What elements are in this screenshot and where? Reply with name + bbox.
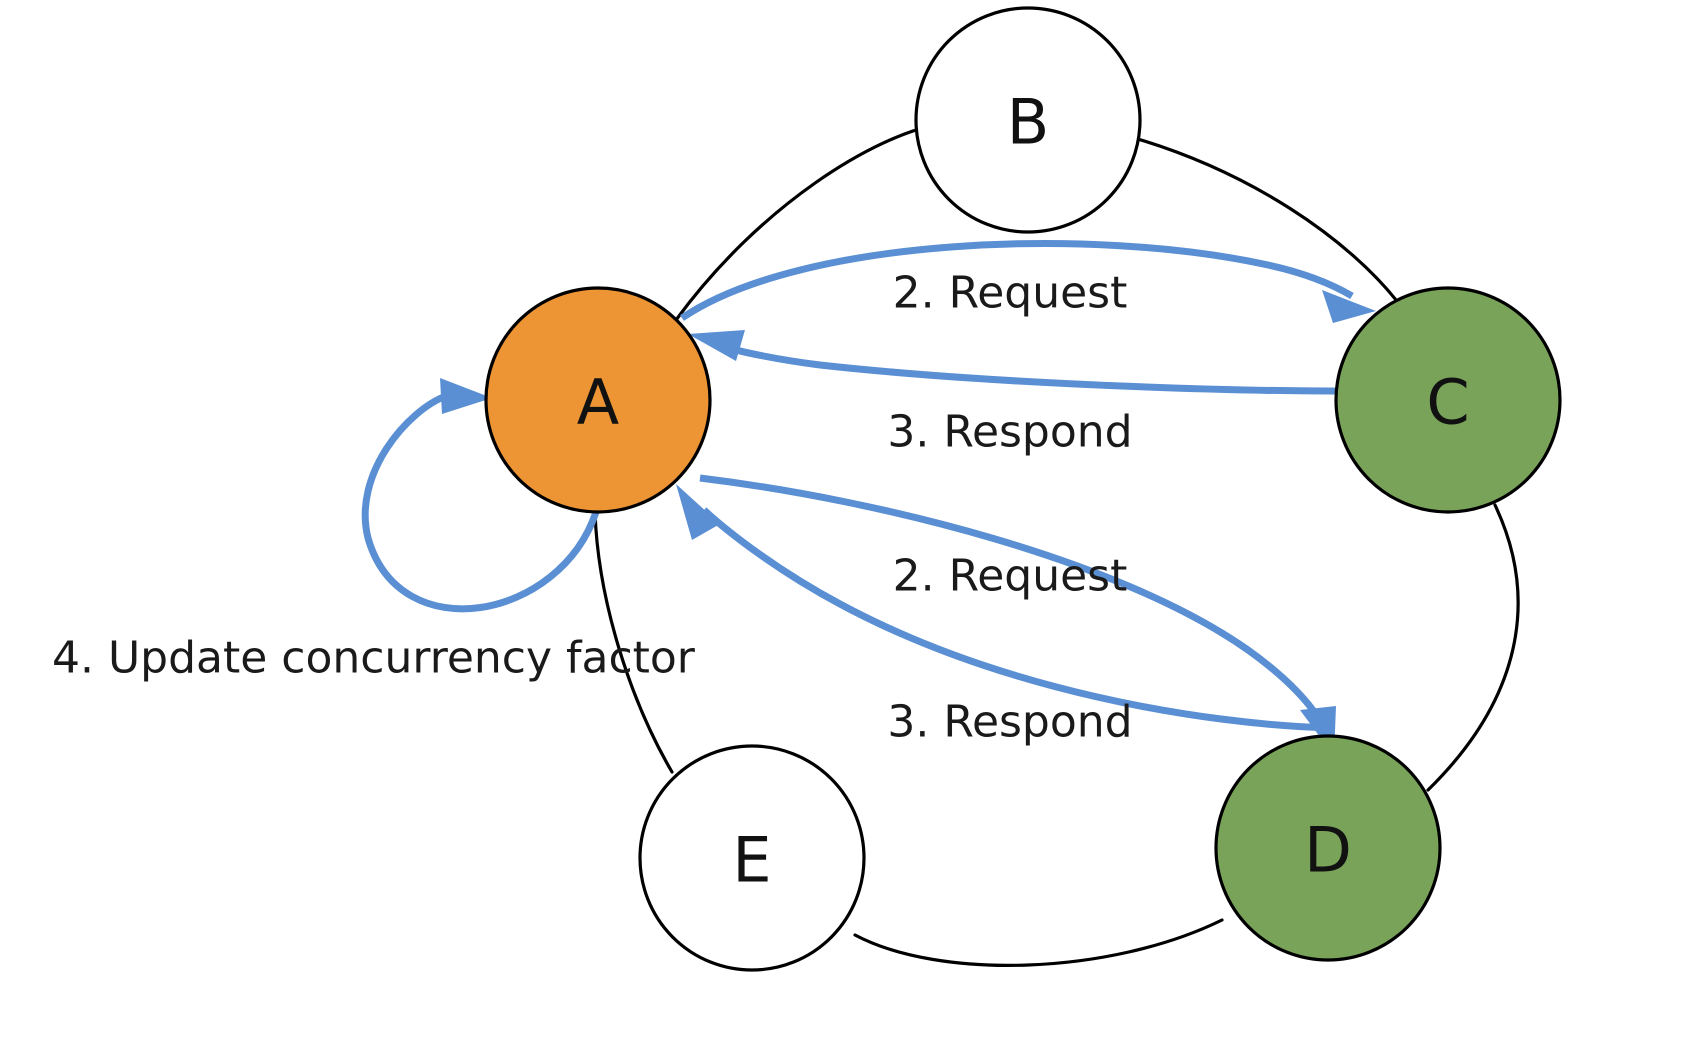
node-b-label: B [1007,86,1050,159]
edge-label-respond-from-d: 3. Respond [887,697,1132,748]
edge-label-self-loop: 4. Update concurrency factor [52,633,696,684]
message-edge-self-loop[interactable] [361,392,600,613]
node-e[interactable]: E [638,744,866,972]
node-b-circle[interactable] [914,6,1142,234]
node-d[interactable]: D [1214,734,1442,962]
node-b[interactable]: B [914,6,1142,234]
node-c[interactable]: C [1334,286,1562,514]
ring-edge-e-a [593,510,674,774]
node-e-label: E [732,824,771,897]
ring-edges-group [593,122,1520,967]
node-d-label: D [1304,814,1352,887]
nodes-group: A B C D E [484,6,1562,972]
arrowhead-self-loop [440,378,492,414]
edge-label-respond-from-c: 3. Respond [887,407,1132,458]
ring-edge-a-b [674,122,942,322]
node-a-circle[interactable] [484,286,712,514]
arrowhead-respond-from-d [676,484,720,540]
message-edge-request-to-c[interactable] [680,240,1354,321]
message-edge-respond-from-c[interactable] [720,342,1375,395]
edge-labels-group: 2. Request 3. Respond 2. Request 3. Resp… [52,268,1133,748]
node-c-label: C [1426,366,1469,439]
node-e-circle[interactable] [638,744,866,972]
message-edges-group [361,240,1376,756]
node-a-label: A [577,366,619,439]
node-c-circle[interactable] [1334,286,1562,514]
edge-label-request-to-d: 2. Request [893,551,1128,602]
edge-label-request-to-c: 2. Request [893,268,1128,319]
arrowhead-respond-from-c [688,330,745,361]
arrowhead-request-to-c [1322,290,1376,323]
message-edge-request-to-d[interactable] [699,474,1326,726]
ring-edge-c-d [1426,503,1520,792]
ring-edge-d-e [853,918,1224,967]
node-d-circle[interactable] [1214,734,1442,962]
ring-edge-b-c [1122,133,1402,307]
message-edge-respond-from-d[interactable] [701,507,1331,732]
node-a[interactable]: A [484,286,712,514]
